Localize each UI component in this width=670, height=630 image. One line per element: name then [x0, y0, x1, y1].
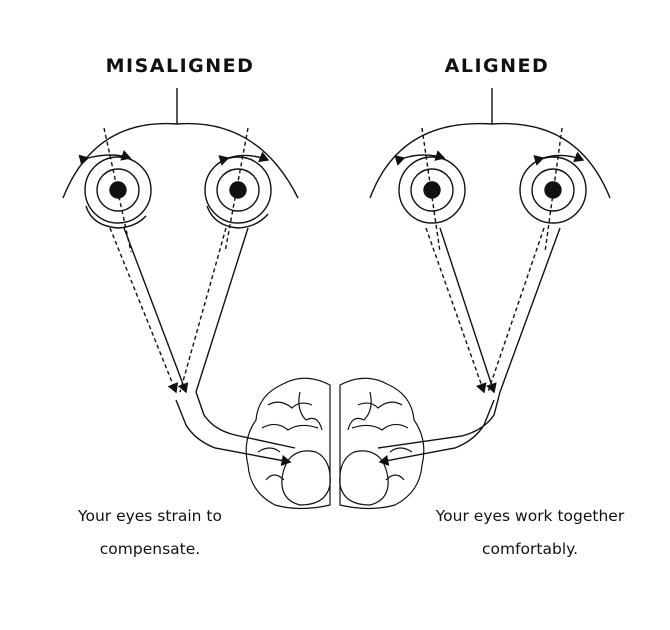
left-eye-misaligned: [78, 127, 152, 253]
brain-icon: [245, 377, 425, 510]
misaligned-caption-line-2: compensate.: [99, 540, 201, 558]
misaligned-caption: Your eyes strain to compensate.: [40, 500, 260, 566]
optic-path-to-brain-1: [175, 399, 292, 466]
misaligned-caption-line-1: Your eyes strain to: [78, 507, 222, 525]
optic-path-to-brain-4: [377, 391, 501, 449]
optic-path-to-brain-3: [378, 399, 495, 466]
optic-path-solid-3: [439, 227, 497, 394]
optic-path-dashed-2: [179, 227, 227, 393]
left-eye-aligned: [394, 127, 466, 253]
aligned-title: ALIGNED: [444, 55, 550, 77]
occipital-lobe-right: [339, 450, 389, 506]
optic-path-to-brain-2: [195, 391, 296, 449]
right-eye-aligned: [519, 127, 587, 253]
optic-path-dashed-3: [425, 227, 487, 394]
optic-path-solid-1: [123, 227, 189, 394]
misaligned-panel: [62, 88, 299, 466]
aligned-caption-line-1: Your eyes work together: [435, 507, 625, 525]
optic-path-solid-4: [499, 227, 561, 393]
head-outline-left: [62, 122, 299, 199]
right-eye-misaligned: [204, 127, 272, 253]
misaligned-title: MISALIGNED: [105, 55, 255, 77]
optic-path-dashed-4: [487, 227, 545, 393]
aligned-caption-line-2: comfortably.: [481, 540, 579, 558]
aligned-panel: [369, 88, 611, 466]
optic-path-solid-2: [195, 227, 249, 393]
occipital-lobe-left: [281, 450, 331, 506]
optic-path-dashed-1: [109, 227, 179, 394]
head-outline-right: [369, 122, 611, 199]
aligned-caption: Your eyes work together comfortably.: [410, 500, 650, 566]
